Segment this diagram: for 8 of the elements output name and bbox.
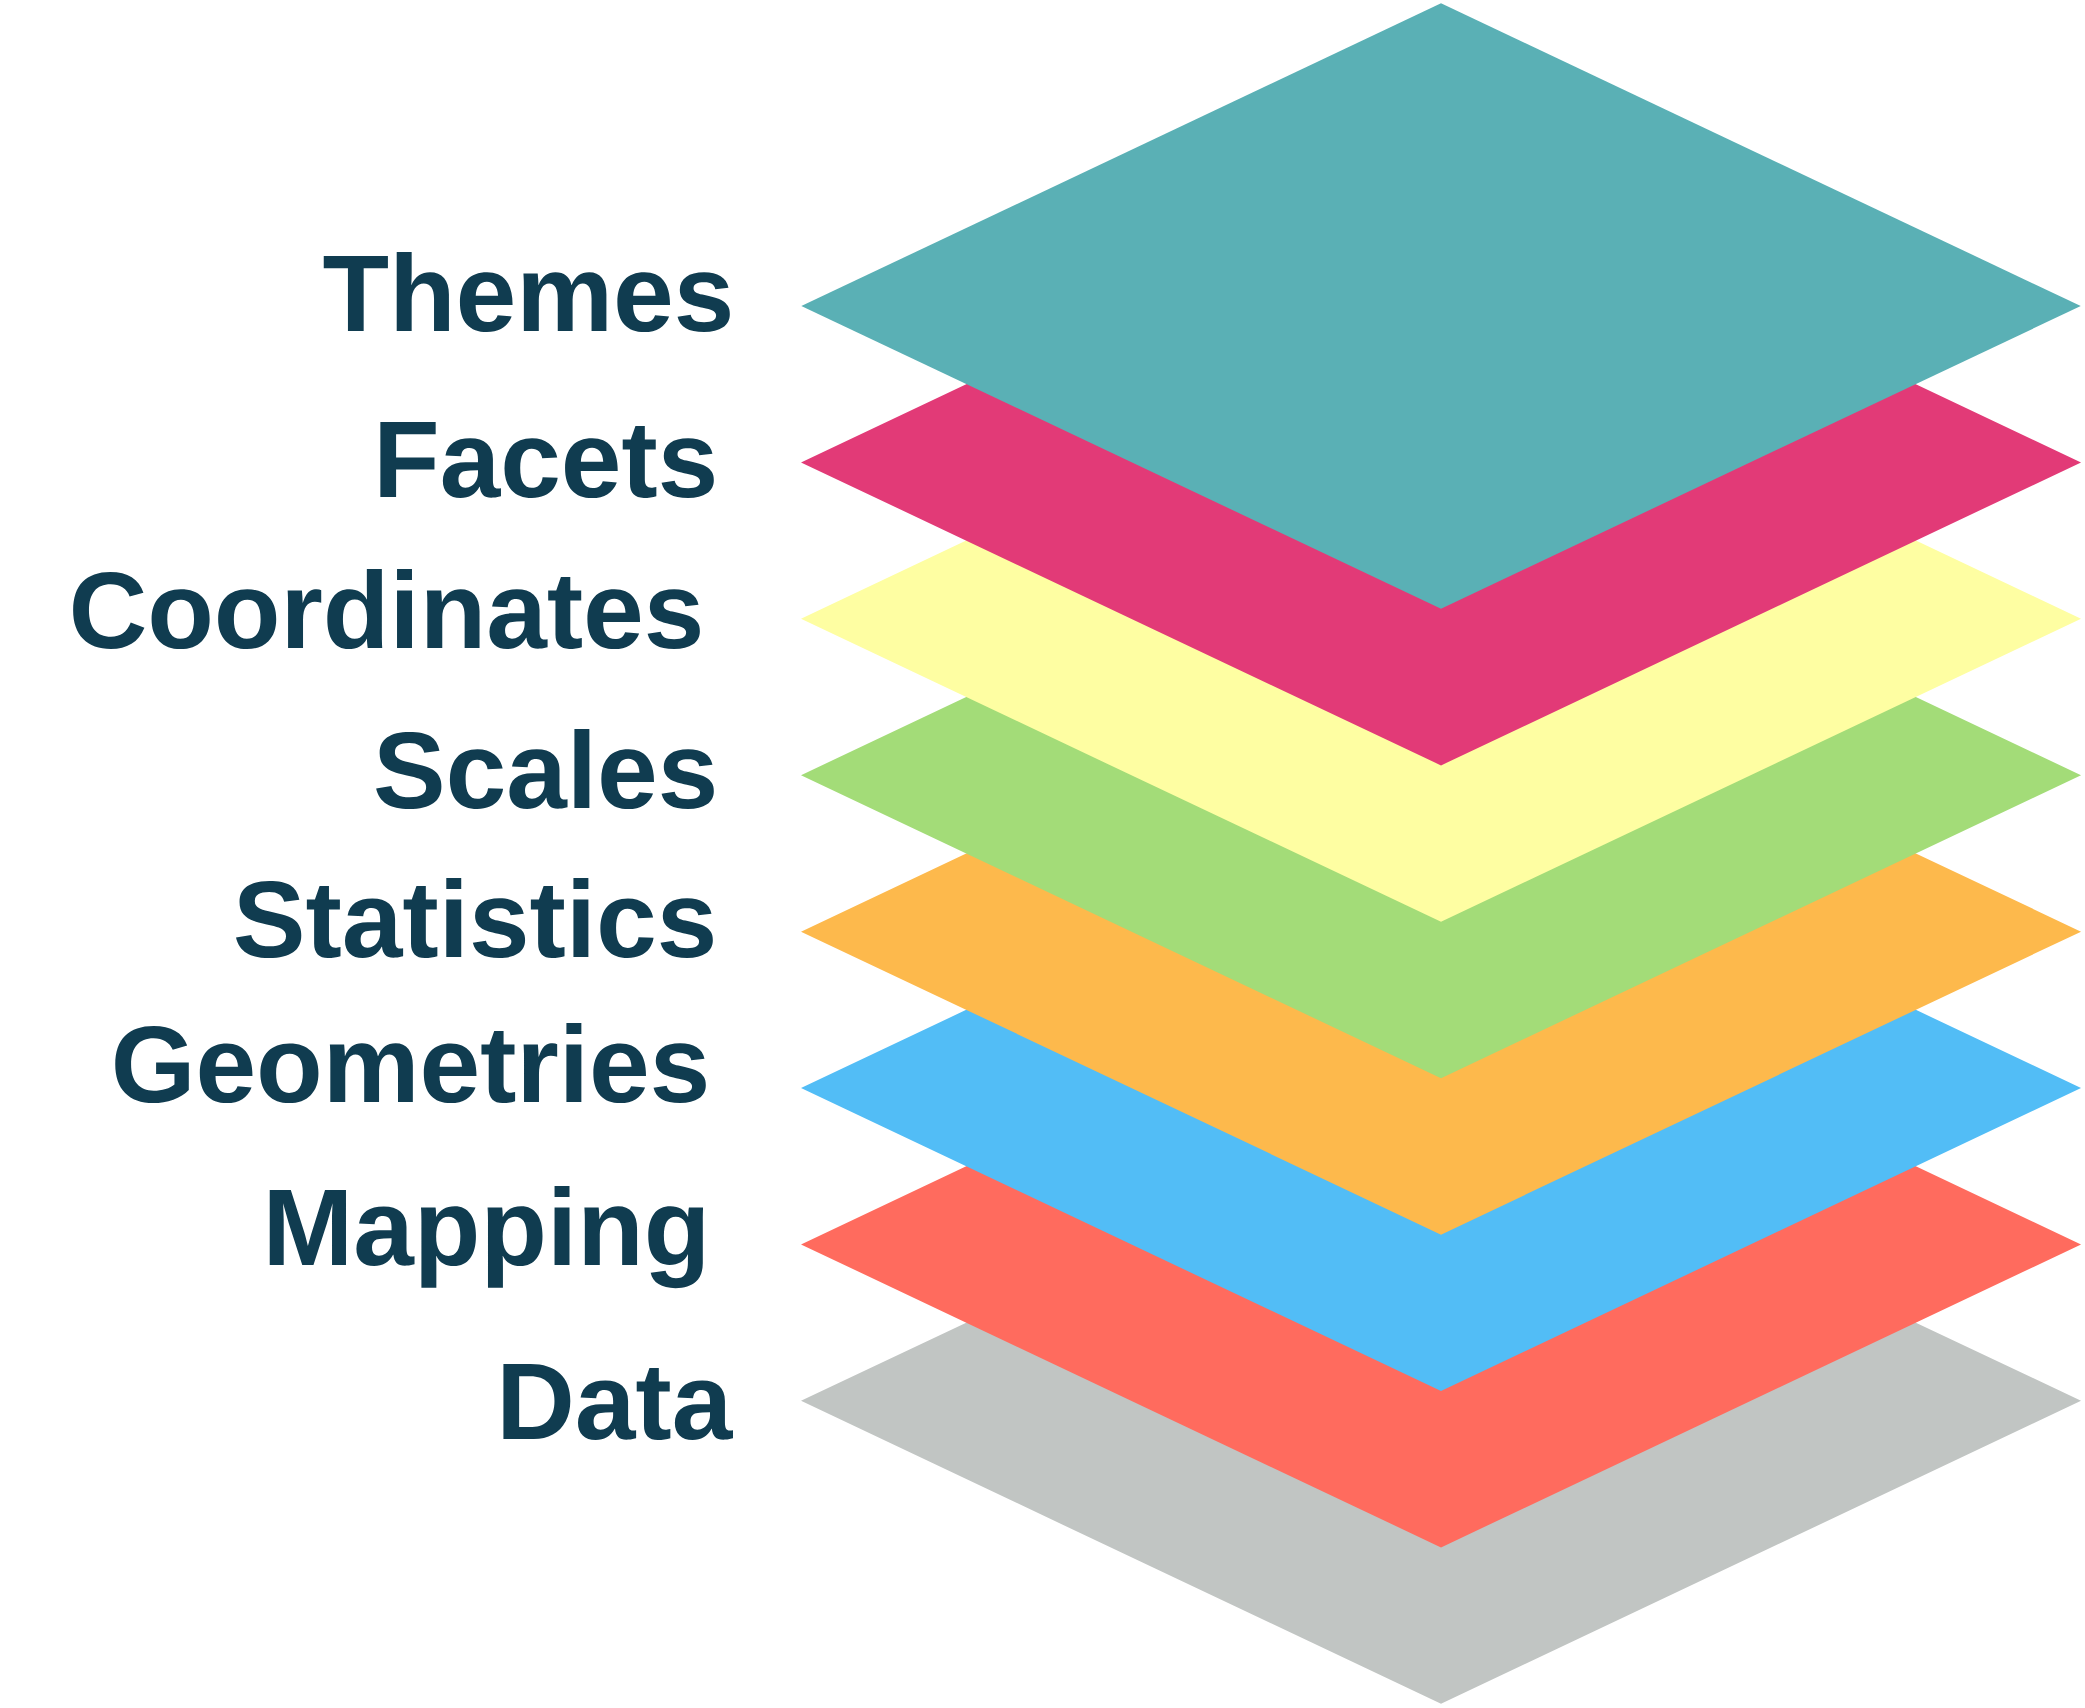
layer-label: Geometries <box>115 1023 706 1104</box>
layer-label: Themes <box>323 252 730 333</box>
layer-label: Coordinates <box>73 569 700 650</box>
layer-label: Facets <box>380 422 714 499</box>
layer-label: Mapping <box>269 1186 704 1289</box>
layer-label: Scales <box>376 729 714 810</box>
layer-label: Statistics <box>236 878 713 959</box>
layer-label: Data <box>503 1364 733 1441</box>
